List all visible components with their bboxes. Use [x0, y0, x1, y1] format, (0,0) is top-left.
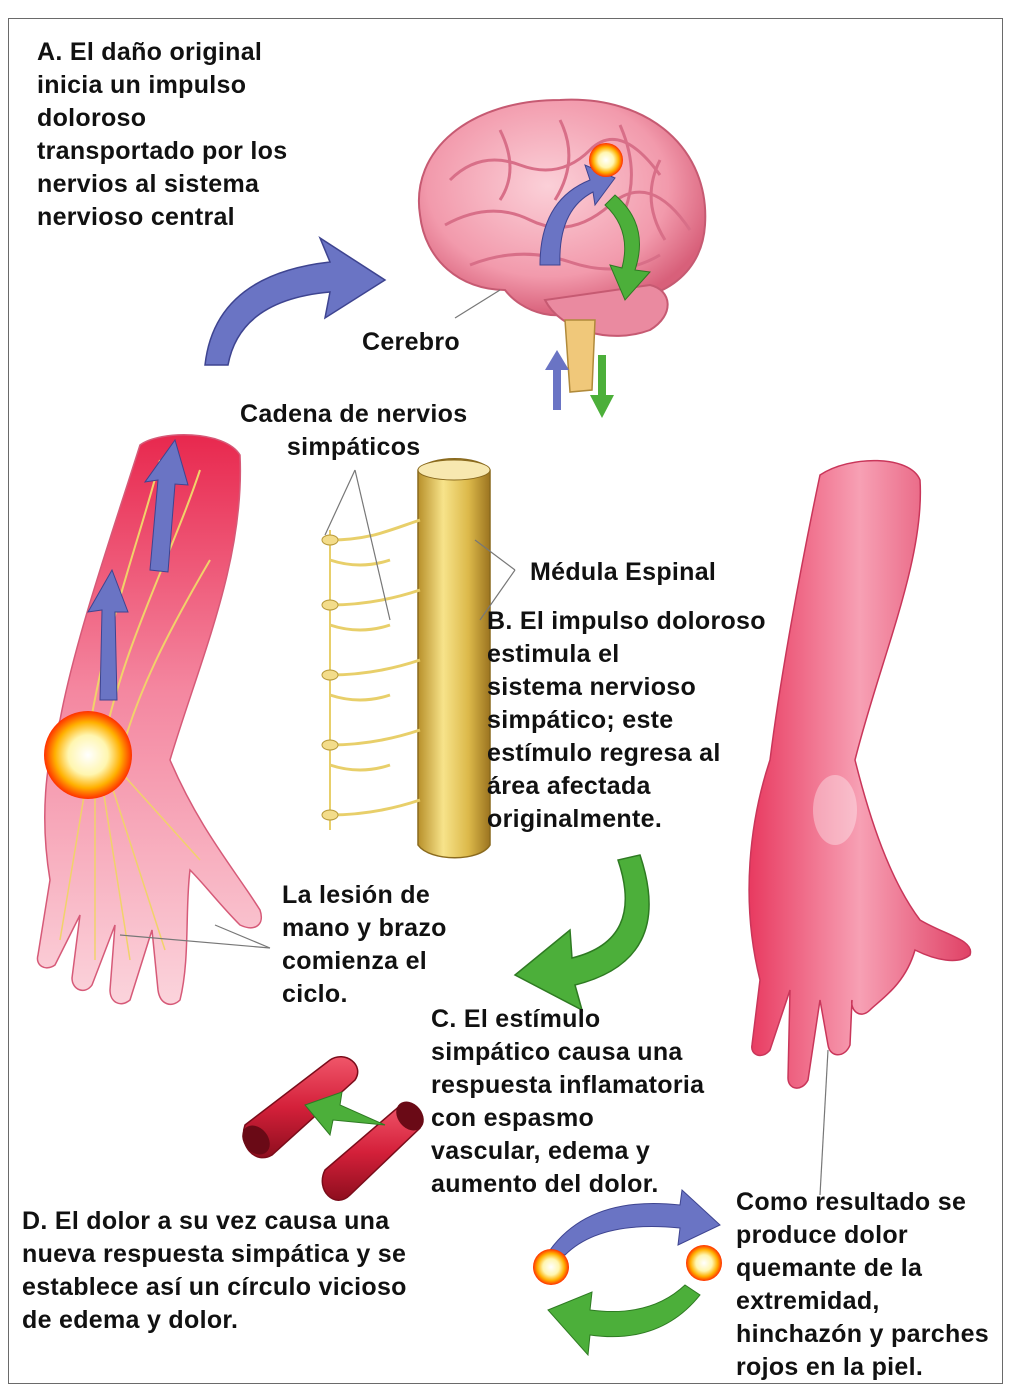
step-d-text: D. El dolor a su vez causa una nueva res…	[22, 1205, 407, 1337]
afferent-arrow-top	[205, 238, 385, 365]
step-b-text: B. El impulso doloroso estimula el siste…	[487, 605, 766, 836]
injury-text: La lesión de mano y brazo comienza el ci…	[282, 879, 447, 1011]
result-text: Como resultado se produce dolor quemante…	[736, 1186, 989, 1384]
step-a-text: A. El daño original inicia un impulso do…	[37, 36, 287, 234]
spinal-cord-label: Médula Espinal	[530, 556, 716, 589]
blood-vessels-illustration	[237, 1057, 430, 1200]
brain-illustration	[419, 100, 705, 418]
vicious-cycle-illustration	[533, 1190, 722, 1355]
sympathetic-chain-label: Cadena de nervios simpáticos	[240, 398, 467, 464]
swollen-arm-illustration	[749, 461, 970, 1195]
injured-arm-illustration	[37, 435, 270, 1005]
step-c-text: C. El estímulo simpático causa una respu…	[431, 1003, 704, 1201]
efferent-arrow-c	[515, 855, 649, 1010]
brain-label: Cerebro	[362, 326, 460, 359]
